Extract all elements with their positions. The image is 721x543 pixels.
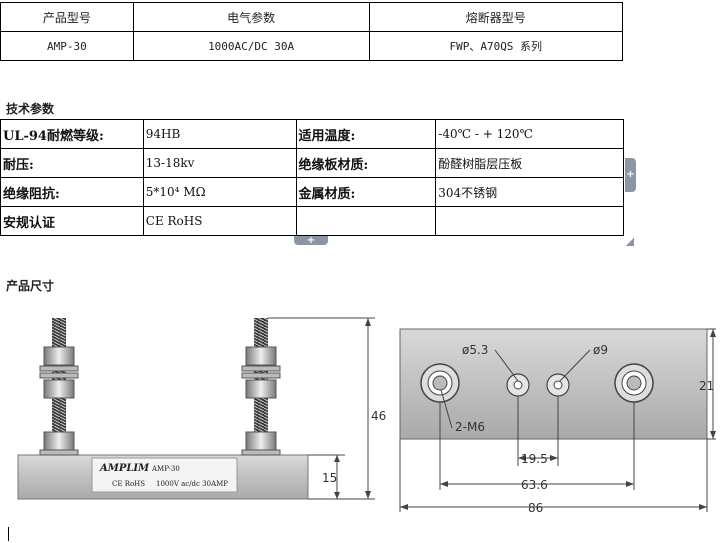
hex-nut <box>43 346 75 366</box>
label-temperature: 适用温度: <box>295 119 437 149</box>
hole-mid-left <box>506 373 530 397</box>
top-dimension-lines <box>399 328 716 512</box>
table-header-row: 产品型号 电气参数 熔断器型号 <box>0 2 624 32</box>
hex-nut <box>245 379 277 399</box>
hole-left <box>420 363 460 403</box>
dimension-drawing: AMPLIM AMP-30 CE RoHS 1000V ac/dc 30AMP <box>17 317 716 515</box>
insert-column-button[interactable]: + <box>625 158 636 192</box>
label-insulation-material: 绝缘板材质: <box>295 148 437 178</box>
value-voltage: 13-18kv <box>142 148 297 178</box>
washer <box>39 365 79 372</box>
dim-pitch-outer: 63.6 <box>521 478 548 492</box>
cell-fuse: FWP、A70QS 系列 <box>368 31 624 61</box>
leader-lines <box>440 349 591 429</box>
dim-thread: 2-M6 <box>455 420 485 434</box>
table-row: 绝缘阻抗: 5*10⁴ MΩ 金属材质: 304不锈钢 <box>0 177 624 207</box>
product-table: 产品型号 电气参数 熔断器型号 AMP-30 1000AC/DC 30A FWP… <box>0 2 624 61</box>
tech-section-title: 技术参数 <box>6 102 55 116</box>
rating-text: 1000V ac/dc 30AMP <box>156 480 228 488</box>
left-terminal <box>39 318 79 456</box>
dim-pitch-inner: 19.5 <box>521 452 548 466</box>
cell-model: AMP-30 <box>0 31 134 61</box>
value-impedance: 5*10⁴ MΩ <box>142 177 297 207</box>
table-row: UL-94耐燃等级: 94HB 适用温度: -40℃ - + 120℃ <box>0 119 624 149</box>
value-metal: 304不锈钢 <box>435 177 624 207</box>
model-text: AMP-30 <box>151 465 180 473</box>
hex-nut <box>43 431 75 451</box>
side-view: AMPLIM AMP-30 CE RoHS 1000V ac/dc 30AMP <box>17 317 386 500</box>
washer <box>39 372 79 379</box>
table-row: 安规认证 CE RoHS <box>0 206 624 236</box>
cert-text: CE RoHS <box>112 480 145 488</box>
dim-width: 21 <box>699 379 714 393</box>
dim-hole-big: ø9 <box>593 343 608 357</box>
label-plate <box>91 457 238 493</box>
cell-electrical: 1000AC/DC 30A <box>132 31 370 61</box>
table-resize-handle[interactable] <box>626 238 634 246</box>
label-certification: 安规认证 <box>0 206 144 236</box>
label-voltage: 耐压: <box>0 148 144 178</box>
hex-nut <box>245 346 277 366</box>
value-temperature: -40℃ - + 120℃ <box>435 119 624 149</box>
hex-nut <box>43 379 75 399</box>
dim-height: 46 <box>371 409 386 423</box>
label-impedance: 绝缘阻抗: <box>0 177 144 207</box>
header-electrical: 电气参数 <box>132 2 370 32</box>
right-terminal <box>241 318 281 456</box>
hole-mid-right <box>546 373 570 397</box>
brand-text: AMPLIM <box>99 463 150 474</box>
washer <box>39 449 79 456</box>
label-metal: 金属材质: <box>295 177 437 207</box>
side-dimension-lines <box>268 317 375 500</box>
size-section-title: 产品尺寸 <box>6 279 55 293</box>
insert-row-button[interactable]: + <box>294 236 328 246</box>
washer <box>241 449 281 456</box>
dim-hole-small: ø5.3 <box>462 343 488 357</box>
empty-cell <box>435 206 624 236</box>
empty-cell <box>295 206 437 236</box>
top-view: ø5.3 ø9 2-M6 21 19.5 63.6 86 <box>399 328 716 515</box>
table-row: AMP-30 1000AC/DC 30A FWP、A70QS 系列 <box>0 31 624 61</box>
header-model: 产品型号 <box>0 2 134 32</box>
hole-right <box>614 363 654 403</box>
value-insulation-material: 酚醛树脂层压板 <box>435 148 624 178</box>
dim-base-height: 15 <box>322 471 337 485</box>
washer <box>241 372 281 379</box>
tech-table: UL-94耐燃等级: 94HB 适用温度: -40℃ - + 120℃ 耐压: … <box>0 119 624 236</box>
dim-length: 86 <box>528 501 543 515</box>
hex-nut <box>245 431 277 451</box>
label-flammability: UL-94耐燃等级: <box>0 119 144 149</box>
washer <box>241 365 281 372</box>
text-cursor <box>8 527 9 541</box>
table-row: 耐压: 13-18kv 绝缘板材质: 酚醛树脂层压板 <box>0 148 624 178</box>
value-certification: CE RoHS <box>142 206 297 236</box>
header-fuse: 熔断器型号 <box>368 2 624 32</box>
value-flammability: 94HB <box>142 119 297 149</box>
